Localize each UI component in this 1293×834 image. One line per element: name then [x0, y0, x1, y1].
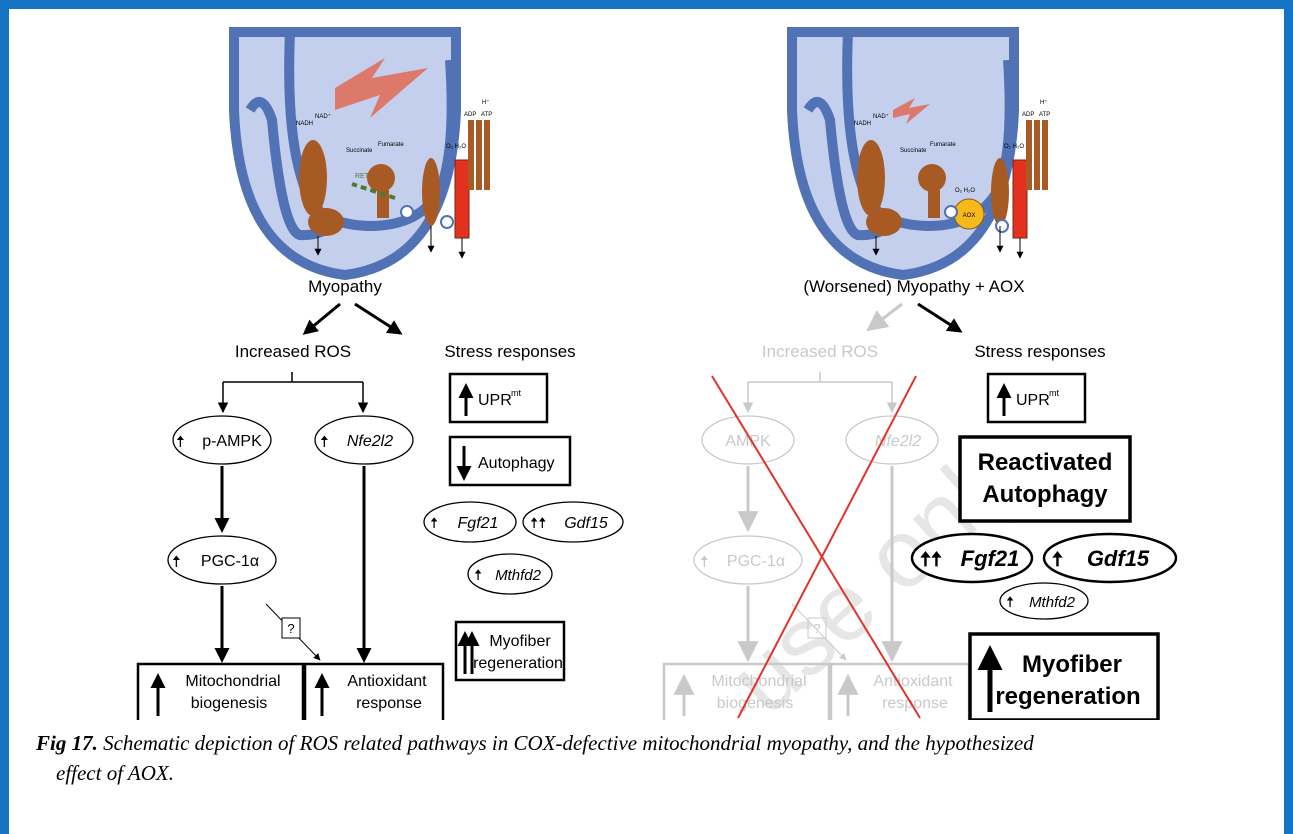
left-nfe-label: Nfe2l2	[347, 433, 393, 450]
right-panel: AOX NADH NAD⁺ Succinate Fumarate O₂ H₂O …	[662, 27, 1178, 720]
left-mthfd2-node	[467, 553, 553, 595]
left-pgc-up-icon: 🠅	[172, 554, 181, 571]
right-label-aox-o2: O₂ H₂O	[955, 188, 975, 194]
right-myofiber-line1: Myofiber	[1022, 651, 1122, 678]
left-gdf15-node	[522, 501, 624, 543]
right-fgf21-node	[910, 532, 1034, 584]
right-mthfd2-label: Mthfd2	[1029, 594, 1076, 611]
right-label-o2-h2o: O₂ H₂O	[1004, 144, 1024, 150]
left-fgf21-up-icon: 🠅	[430, 515, 438, 532]
right-mthfd2-node	[999, 582, 1089, 620]
left-nfe-node	[314, 415, 414, 465]
right-mito-line1: Mitochondrial	[711, 673, 806, 690]
right-arrow-to-ros	[866, 302, 903, 332]
right-label-fumarate: Fumarate	[930, 142, 956, 148]
left-label-ret: RET	[355, 173, 370, 180]
left-ros-label: Increased ROS	[235, 342, 351, 361]
left-ampk-node	[172, 415, 272, 465]
left-mthfd2-label: Mthfd2	[495, 567, 542, 584]
caption-text-line1: Schematic depiction of ROS related pathw…	[103, 731, 1034, 755]
left-label-o2-h2o: O₂ H₂O	[446, 144, 466, 150]
left-upr-label: UPR	[478, 392, 512, 409]
left-autophagy-label: Autophagy	[478, 455, 555, 472]
left-fgf21-label: Fgf21	[458, 515, 499, 532]
left-question-box	[281, 617, 301, 639]
right-gdf15-node	[1042, 532, 1178, 584]
right-label-hplus: H⁺	[1040, 99, 1048, 106]
right-label-atp: ATP	[1039, 112, 1050, 118]
left-question-mark: ?	[287, 621, 294, 636]
right-myofiber-line2: regeneration	[995, 683, 1140, 710]
caption-text-line2: effect of AOX.	[56, 761, 174, 785]
left-label-fumarate: Fumarate	[378, 142, 404, 148]
figure-caption: Fig 17. Schematic depiction of ROS relat…	[36, 728, 1276, 788]
left-myofiber-line2: regeneration	[473, 655, 563, 672]
pathway-diagram: NADH NAD⁺ Succinate Fumarate RET O₂ H₂O …	[136, 27, 1178, 720]
right-autophagy-line1: Reactivated	[978, 449, 1113, 476]
right-mthfd2-up-icon: 🠅	[1006, 594, 1014, 611]
right-question-mark: ?	[813, 621, 820, 636]
left-ampk-up-icon: 🠅	[176, 434, 185, 451]
left-label-atp: ATP	[481, 112, 492, 118]
right-nfe-label: Nfe2l2	[875, 433, 921, 450]
left-label-nad: NAD⁺	[315, 113, 331, 120]
left-mitochondrion: NADH NAD⁺ Succinate Fumarate RET O₂ H₂O …	[229, 27, 492, 281]
left-myofiber-line1: Myofiber	[489, 633, 551, 650]
left-arrow-to-ros	[302, 302, 341, 335]
left-label-succinate: Succinate	[346, 148, 373, 154]
ros-lightning-icon	[335, 58, 428, 118]
left-ampk-label: p-AMPK	[202, 433, 262, 450]
left-mito-line1: Mitochondrial	[185, 673, 280, 690]
left-pgc-node	[167, 535, 277, 585]
right-label-succinate: Succinate	[900, 148, 927, 154]
red-cross-line-2	[737, 375, 917, 719]
right-pgc-up-icon: 🠅	[700, 554, 709, 571]
left-anti-line2: response	[356, 695, 422, 712]
right-mito-line2: biogenesis	[717, 695, 794, 712]
left-gdf15-up-icon: 🠅🠅	[530, 515, 546, 532]
left-anti-line1: Antioxidant	[347, 673, 427, 690]
left-upr-sup: mt	[511, 388, 521, 398]
right-upr-label: UPR	[1016, 392, 1050, 409]
right-condition-label: (Worsened) Myopathy + AOX	[803, 277, 1024, 296]
right-mitochondrion: AOX NADH NAD⁺ Succinate Fumarate O₂ H₂O …	[787, 27, 1050, 281]
left-mthfd2-up-icon: 🠅	[474, 567, 482, 584]
right-autophagy-box	[958, 435, 1132, 523]
right-label-adp: ADP	[1022, 112, 1034, 118]
left-pgc-label: PGC-1α	[201, 553, 259, 570]
right-ros-label: Increased ROS	[762, 342, 878, 361]
left-stress-label: Stress responses	[444, 342, 575, 361]
right-anti-line2: response	[882, 695, 948, 712]
right-gdf15-up-icon: 🠅	[1052, 549, 1063, 571]
right-gdf15-label: Gdf15	[1087, 546, 1150, 571]
right-stress-label: Stress responses	[974, 342, 1105, 361]
right-arrow-to-stress	[917, 302, 963, 333]
right-fgf21-up-icon: 🠅🠅	[920, 549, 942, 571]
red-cross-line-1	[711, 375, 921, 719]
left-arrow-to-stress	[354, 302, 403, 335]
ret-arrow-icon	[351, 182, 396, 200]
left-panel: NADH NAD⁺ Succinate Fumarate RET O₂ H₂O …	[136, 27, 624, 720]
left-condition-label: Myopathy	[308, 277, 382, 296]
left-mito-biogenesis-box	[136, 662, 305, 720]
small-lightning-icon	[893, 98, 930, 124]
left-label-hplus: H⁺	[482, 99, 490, 106]
left-mito-line2: biogenesis	[191, 695, 268, 712]
right-ampk-label: AMPK	[725, 433, 771, 450]
left-fgf21-node	[423, 501, 517, 543]
right-label-aox: AOX	[963, 213, 976, 219]
right-fgf21-label: Fgf21	[961, 546, 1020, 571]
caption-label: Fig 17.	[36, 731, 98, 755]
right-label-nadh: NADH	[854, 121, 871, 127]
left-nfe-up-icon: 🠅	[320, 434, 329, 451]
left-label-nadh: NADH	[296, 121, 313, 127]
right-upr-sup: mt	[1049, 388, 1059, 398]
right-anti-line1: Antioxidant	[873, 673, 953, 690]
left-gdf15-label: Gdf15	[564, 515, 608, 532]
right-label-nad: NAD⁺	[873, 113, 889, 120]
right-autophagy-line2: Autophagy	[982, 481, 1108, 508]
right-pgc-label: PGC-1α	[727, 553, 785, 570]
left-label-adp: ADP	[464, 112, 476, 118]
